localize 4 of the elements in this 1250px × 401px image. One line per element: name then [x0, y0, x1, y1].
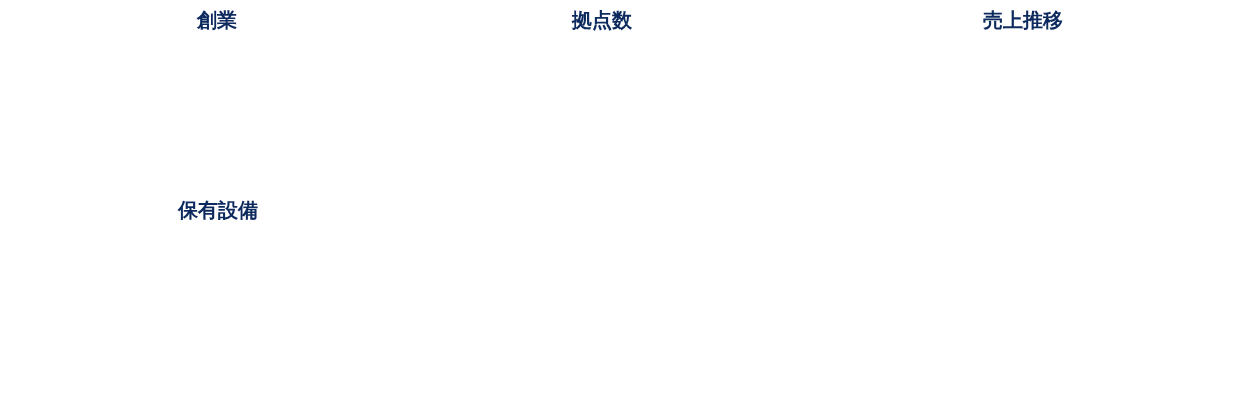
- section-heading: 拠点数: [572, 6, 632, 34]
- section-heading: 保有設備: [178, 196, 258, 224]
- section-heading: 創業: [197, 6, 237, 34]
- section-heading: 売上推移: [983, 6, 1063, 34]
